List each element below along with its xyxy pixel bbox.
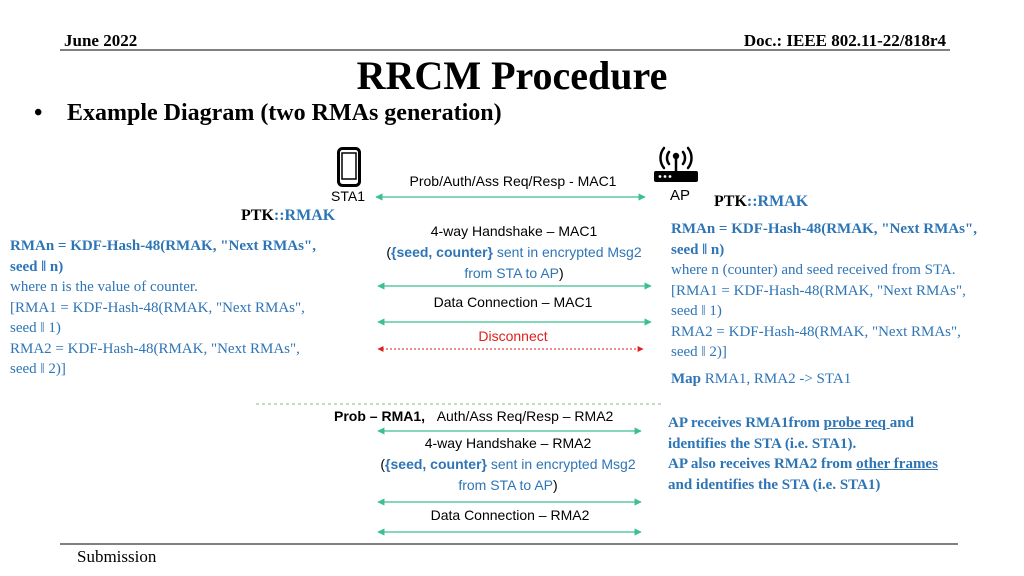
msg-probe-rma1: Prob – RMA1, Auth/Ass Req/Resp – RMA2 bbox=[334, 408, 614, 424]
msg-data-connection1: Data Connection – MAC1 bbox=[433, 294, 593, 310]
page-title: RRCM Procedure bbox=[356, 53, 668, 98]
bullet-dot: • bbox=[34, 100, 43, 126]
ap-receives-note: AP receives RMA1from probe req and ident… bbox=[668, 415, 938, 493]
msg-handshake2: 4-way Handshake – RMA2 ({seed, counter} … bbox=[380, 435, 636, 493]
footer-submission: Submission bbox=[77, 547, 157, 566]
sta-rma-derivation: RMAn = KDF-Hash-48(RMAK, "Next RMAs", se… bbox=[10, 238, 316, 377]
ap-label: AP bbox=[669, 187, 690, 204]
msg-disconnect: Disconnect bbox=[478, 328, 548, 344]
msg-handshake1: 4-way Handshake – MAC1 ({seed, counter} … bbox=[386, 223, 642, 281]
sta-label: STA1 bbox=[331, 188, 365, 204]
bullet-text: Example Diagram (two RMAs generation) bbox=[67, 100, 502, 126]
map-line: Map RMA1, RMA2 -> STA1 bbox=[671, 370, 852, 387]
router-icon bbox=[654, 146, 698, 182]
header-doc-id: Doc.: IEEE 802.11-22/818r4 bbox=[743, 31, 946, 50]
sta-ptk-rmak: PTK::RMAK bbox=[241, 207, 336, 224]
header-date: June 2022 bbox=[64, 31, 138, 50]
ap-rma-derivation: RMAn = KDF-Hash-48(RMAK, "Next RMAs", se… bbox=[671, 219, 1021, 389]
ap-ptk-rmak: PTK::RMAK bbox=[714, 193, 809, 210]
msg-probe-auth: Prob/Auth/Ass Req/Resp - MAC1 bbox=[409, 173, 617, 189]
smartphone-icon bbox=[337, 147, 361, 187]
msg-data-connection2: Data Connection – RMA2 bbox=[430, 507, 590, 523]
